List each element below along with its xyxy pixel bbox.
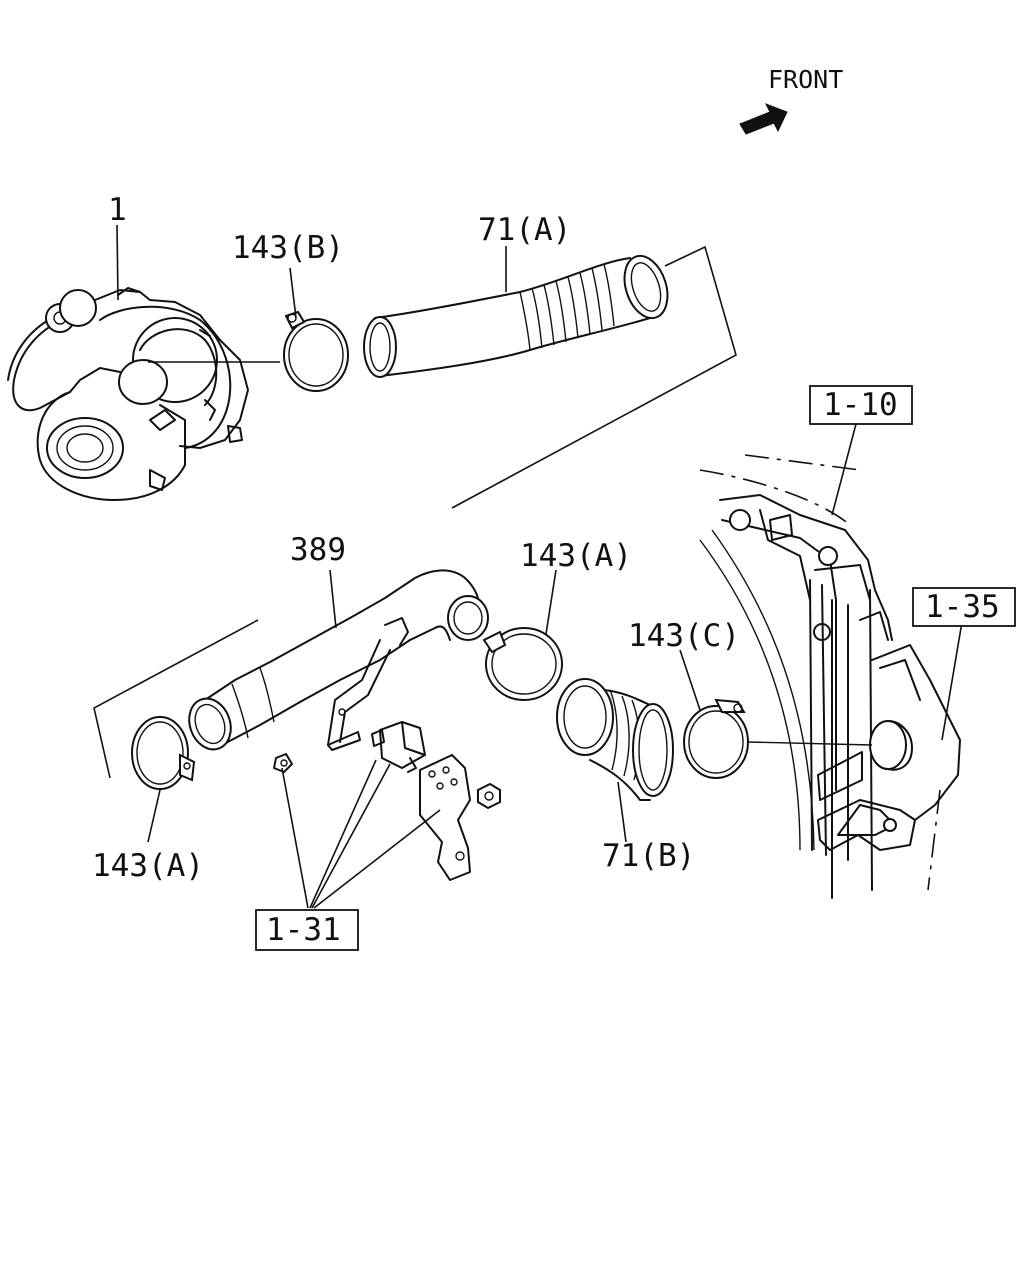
leader-lines <box>116 224 963 909</box>
clamp-b-drawing <box>283 310 349 392</box>
callout-clamp-c: 143(C) <box>628 618 740 654</box>
clamp-c-drawing <box>683 698 873 779</box>
callout-clamp-a-upper: 143(A) <box>520 538 632 574</box>
front-direction-indicator: FRONT <box>739 65 843 135</box>
front-label: FRONT <box>768 65 843 94</box>
callout-hose-a: 71(A) <box>478 212 571 248</box>
ref-box-radiator <box>809 385 913 425</box>
callout-ref-radiator: 1-10 <box>823 387 898 423</box>
callout-ref-intercooler: 1-35 <box>925 589 1000 625</box>
ref-box-intercooler <box>912 587 1016 627</box>
clamp-a-lower-drawing <box>131 716 196 790</box>
ref-box-bracket <box>255 909 359 951</box>
bracket-hardware-drawing <box>273 721 501 881</box>
alignment-line-lower <box>93 619 259 779</box>
hose-71a-drawing <box>363 254 669 378</box>
front-arrow-icon <box>739 103 788 135</box>
intercooler-outlet-drawing <box>817 644 961 891</box>
callout-clamp-a-lower: 143(A) <box>92 848 204 884</box>
clamp-a-upper-drawing <box>482 627 563 701</box>
callout-turbocharger: 1 <box>108 192 127 228</box>
hose-71b-drawing <box>556 678 674 801</box>
turbocharger-drawing <box>7 287 280 501</box>
callout-pipe: 389 <box>290 532 346 568</box>
callout-clamp-b: 143(B) <box>232 230 344 266</box>
callout-ref-bracket: 1-31 <box>266 912 341 948</box>
pipe-389-drawing <box>188 569 489 751</box>
radiator-drawing <box>699 454 893 899</box>
callout-hose-b: 71(B) <box>602 838 695 874</box>
alignment-line-upper <box>451 245 737 509</box>
